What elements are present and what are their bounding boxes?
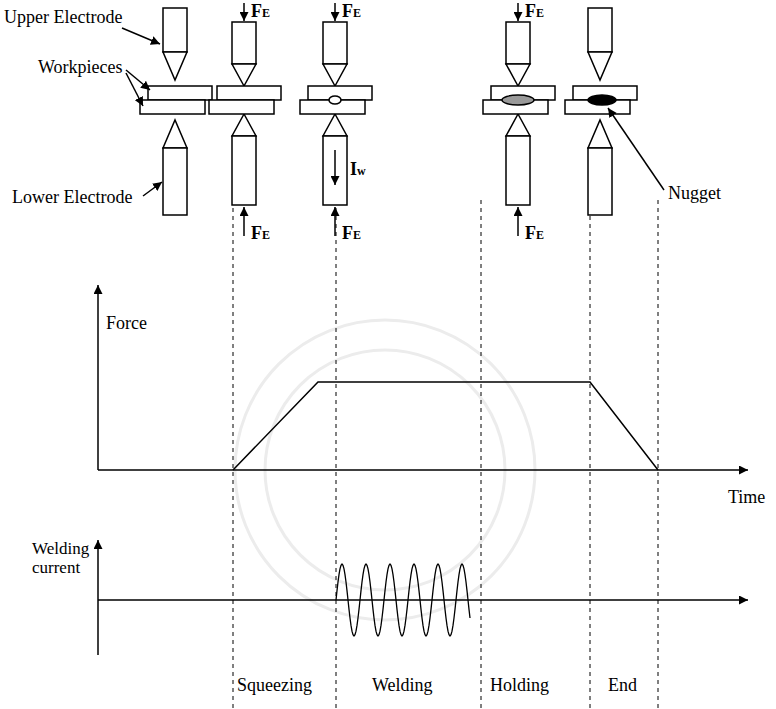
phase-divider — [481, 200, 482, 709]
part-label: Lower Electrode — [12, 188, 132, 208]
phase-label: Welding — [372, 676, 433, 696]
leader-line — [126, 73, 143, 106]
force-y-axis — [97, 285, 99, 470]
part-label: Workpieces — [38, 58, 123, 78]
force-arrow — [517, 207, 519, 236]
lower-electrode — [163, 148, 187, 215]
force-arrow — [243, 3, 245, 21]
electrode-tip — [323, 114, 347, 136]
electrode-tip — [588, 120, 612, 148]
upper-electrode — [232, 22, 256, 64]
phase-label: End — [608, 676, 637, 696]
nugget — [588, 95, 616, 105]
electrode-tip — [163, 52, 187, 80]
part-label: Upper Electrode — [4, 8, 122, 28]
lower-electrode — [506, 136, 530, 205]
arrows — [98, 3, 748, 655]
current-waveform — [336, 564, 470, 636]
part-label: Nugget — [668, 184, 721, 204]
phase-divider — [233, 200, 234, 709]
axis-label: Welding current — [32, 540, 96, 577]
force-arrow — [334, 3, 336, 21]
axis-label: Time — [728, 488, 765, 508]
lower-workpiece — [140, 100, 205, 114]
phase-divider — [590, 200, 591, 709]
phase-label: Holding — [490, 676, 549, 696]
electrode-tip — [506, 114, 530, 136]
upper-electrode — [163, 8, 187, 52]
upper-electrode — [506, 22, 530, 64]
force-x-axis — [98, 469, 748, 471]
process-illustration — [140, 8, 637, 215]
force-label: FE — [525, 2, 544, 22]
leader-line — [122, 28, 160, 44]
axis-label: Force — [106, 314, 147, 334]
current-label: Iw — [350, 160, 366, 180]
upper-workpiece — [217, 86, 281, 100]
lower-electrode — [232, 136, 256, 205]
current-x-axis — [98, 599, 748, 601]
phase-label: Squeezing — [237, 676, 312, 696]
force-arrow — [334, 207, 336, 236]
upper-workpiece — [148, 86, 212, 100]
current-y-axis — [97, 540, 99, 655]
nugget-growing — [502, 95, 534, 105]
leader-line — [143, 182, 162, 196]
force-arrow — [243, 207, 245, 236]
electrode-tip — [588, 52, 612, 80]
force-label: FE — [342, 224, 361, 244]
force-label: FE — [525, 224, 544, 244]
force-label: FE — [251, 224, 270, 244]
force-curve — [233, 382, 658, 470]
force-arrow — [517, 3, 519, 21]
lower-electrode — [323, 136, 347, 205]
electrode-tip — [323, 64, 347, 86]
phase-divider — [658, 200, 659, 709]
lower-electrode — [588, 148, 612, 215]
phase-dividers — [233, 200, 658, 709]
current-arrow — [334, 150, 336, 185]
electrode-tip — [232, 114, 256, 136]
lower-workpiece — [209, 100, 274, 114]
electrode-tip — [232, 64, 256, 86]
phase-divider — [336, 200, 337, 709]
nugget-forming — [329, 96, 341, 104]
leader-line — [608, 108, 664, 190]
force-label: FE — [251, 2, 270, 22]
upper-electrode — [323, 22, 347, 64]
force-label: FE — [342, 2, 361, 22]
upper-electrode — [588, 8, 612, 52]
electrode-tip — [506, 64, 530, 86]
electrode-tip — [163, 120, 187, 148]
